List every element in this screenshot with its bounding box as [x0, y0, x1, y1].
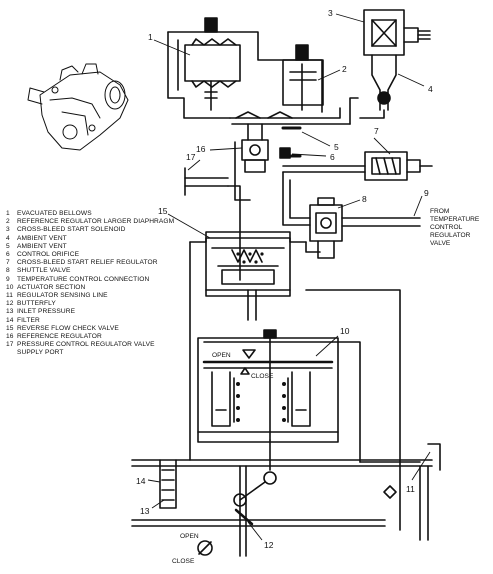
callout-6: 6: [330, 152, 335, 162]
legend: 1 Evacuated bellows 2 Reference regulator l…: [6, 210, 178, 358]
legend-item-text: Cross-bleed start solenoid: [17, 226, 126, 234]
reference-regulator: [229, 44, 359, 173]
open-butterfly-label: OPEN: [180, 533, 199, 540]
legend-item-number: 1: [6, 210, 10, 217]
legend-item: 17Pressure control regulator valve suppl…: [6, 341, 178, 357]
callout-8: 8: [362, 194, 367, 204]
open-arrow-icon: [242, 349, 256, 359]
legend-item-text: Actuator section: [17, 283, 86, 291]
legend-item-number: 14: [6, 316, 14, 324]
callout-2: 2: [342, 64, 347, 74]
legend-item-number: 17: [6, 341, 14, 349]
legend-item: 15Reverse flow check valve: [6, 325, 178, 333]
legend-item-number: 11: [6, 292, 14, 300]
inline-labels: OPEN CLOSE OPEN CLOSE: [172, 352, 274, 565]
legend-item: 6 Control orifice: [6, 251, 178, 259]
cross-bleed-start-solenoid: [359, 9, 431, 119]
legend-item-number: 12: [6, 300, 14, 308]
legend-item: 13Inlet pressure: [6, 308, 178, 316]
legend-item-text: Pressure control regulator valve supply …: [17, 341, 155, 357]
legend-item-text: Reference regulator: [17, 333, 102, 341]
callout-11: 11: [406, 484, 415, 494]
leader-lines: [147, 13, 431, 541]
legend-item: 3 Cross-bleed start solenoid: [6, 226, 178, 234]
legend-item: 2 Reference regulator larger diaphragm: [6, 218, 178, 226]
legend-item-number: 16: [6, 333, 14, 341]
legend-item-text: Shuttle valve: [17, 267, 71, 275]
callout-13: 13: [140, 506, 150, 516]
legend-item: 16Reference regulator: [6, 333, 178, 341]
butterfly-linkage: [197, 439, 277, 557]
legend-item-text: Temperature control connection: [17, 275, 150, 283]
legend-item-text: Ambient vent: [17, 242, 67, 250]
control-orifice: [279, 126, 302, 159]
close-butterfly-label: CLOSE: [172, 558, 195, 565]
legend-item-text: Filter: [17, 316, 40, 324]
close-arrow-icon: [240, 367, 250, 375]
callout-17: 17: [186, 152, 196, 162]
legend-item-number: 13: [6, 308, 14, 316]
callout-5: 5: [334, 142, 339, 152]
from-temperature-control-label: FROM TEMPERATURE CONTROL REGULATOR VALVE: [430, 208, 480, 247]
legend-item: 9 Temperature control connection: [6, 276, 178, 284]
legend-item-number: 5: [6, 242, 10, 250]
legend-item-number: 6: [6, 251, 10, 259]
actuator-section: [197, 289, 401, 531]
legend-item-number: 7: [6, 259, 10, 267]
callout-12: 12: [264, 540, 274, 550]
callout-14: 14: [136, 476, 146, 486]
callout-4: 4: [428, 84, 433, 94]
close-actuator-label: CLOSE: [251, 373, 274, 380]
legend-item-number: 3: [6, 226, 10, 234]
legend-item: 5 Ambient vent: [6, 243, 178, 251]
flow-direction-icon: [383, 485, 397, 499]
callout-16: 16: [196, 144, 206, 154]
legend-item-text: Cross-bleed start relief regulator: [17, 259, 158, 267]
callout-9: 9: [424, 188, 429, 198]
callout-numbers: 1 2 3 4 5 6 7 8 9 10 11 12 13 14 15 16 1…: [136, 8, 433, 550]
legend-item-text: Evacuated bellows: [17, 210, 92, 217]
duct-walls: [131, 443, 441, 541]
legend-item: 11Regulator sensing line: [6, 292, 178, 300]
callout-15: 15: [158, 206, 168, 216]
callout-1: 1: [148, 32, 153, 42]
legend-item: 8 Shuttle valve: [6, 267, 178, 275]
legend-item: 14Filter: [6, 317, 178, 325]
filter: [159, 459, 177, 509]
evacuated-bellows: [167, 17, 323, 119]
callout-10: 10: [340, 326, 350, 336]
legend-item-text: Control orifice: [17, 251, 80, 259]
legend-item-number: 2: [6, 218, 10, 226]
legend-item: 4 Ambient vent: [6, 235, 178, 243]
legend-item: 7 Cross-bleed start relief regulator: [6, 259, 178, 267]
legend-item-number: 10: [6, 283, 14, 291]
open-actuator-label: OPEN: [212, 352, 231, 359]
legend-item: 12Butterfly: [6, 300, 178, 308]
shuttle-valve: [282, 171, 421, 259]
legend-item-text: Reference regulator larger diaphragm: [17, 218, 175, 226]
callout-3: 3: [328, 8, 333, 18]
callout-7: 7: [374, 126, 379, 136]
legend-item-number: 15: [6, 324, 14, 332]
legend-item: 1 Evacuated bellows: [6, 210, 178, 218]
legend-item-number: 9: [6, 275, 10, 283]
legend-item-number: 8: [6, 267, 10, 275]
cross-bleed-start-relief-regulator: [282, 151, 433, 181]
legend-item-text: Inlet pressure: [17, 308, 76, 316]
supply-port-lines: [184, 141, 251, 281]
legend-item: 10Actuator section: [6, 284, 178, 292]
legend-item-number: 4: [6, 234, 10, 242]
actuator-springs: [236, 252, 286, 422]
valve-assembly-illustration: [27, 63, 129, 151]
legend-item-text: Ambient vent: [17, 234, 67, 242]
legend-item-text: Reverse flow check valve: [17, 324, 119, 332]
legend-item-text: Regulator sensing line: [17, 292, 108, 300]
legend-item-text: Butterfly: [17, 300, 56, 308]
